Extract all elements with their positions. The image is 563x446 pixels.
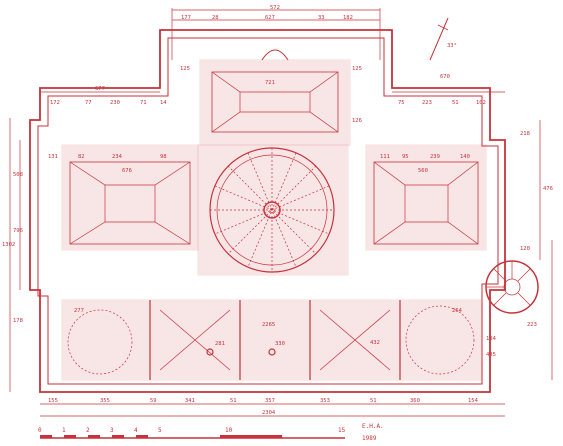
dim-353: 353 <box>320 398 330 404</box>
author-initials: E.H.A. <box>362 423 384 430</box>
dim-670: 670 <box>440 74 450 80</box>
dim-125-b: 125 <box>352 66 362 72</box>
dim-98: 98 <box>160 154 167 160</box>
author-year: 1989 <box>362 435 377 442</box>
dim-120: 120 <box>520 246 530 252</box>
right-hall: 560 111 95 239 140 <box>365 144 487 251</box>
dim-627: 627 <box>265 15 275 21</box>
dim-223: 223 <box>422 100 432 106</box>
dim-131: 131 <box>48 154 58 160</box>
dim-14: 14 <box>160 100 167 106</box>
scale-tick-3: 3 <box>110 427 114 434</box>
scale-tick-5: 5 <box>158 427 162 434</box>
dim-75: 75 <box>398 100 405 106</box>
dim-102: 102 <box>476 100 486 106</box>
dim-508: 508 <box>13 172 23 178</box>
dim-355: 355 <box>100 398 110 404</box>
dim-82: 82 <box>78 154 85 160</box>
upper-dimensions: 677 670 172 77 230 71 14 75 223 51 102 <box>40 74 505 106</box>
dim-51-b: 51 <box>370 398 377 404</box>
dim-71: 71 <box>140 100 147 106</box>
scale-tick-15: 15 <box>338 427 346 434</box>
scale-bar: 0 1 2 3 4 5 10 15 E.H.A. 1989 <box>38 423 384 442</box>
north-angle-label: 33° <box>447 43 457 49</box>
north-room: 721 125 125 126 <box>180 49 362 146</box>
dim-125-a: 125 <box>180 66 190 72</box>
room-264: 264 <box>452 308 463 314</box>
room-2265: 2265 <box>262 322 275 328</box>
scale-tick-0: 0 <box>38 427 42 434</box>
left-hall: 131 82 234 98 676 <box>48 144 199 251</box>
dim-184: 184 <box>486 336 497 342</box>
room-676: 676 <box>122 168 132 174</box>
dim-218: 218 <box>520 131 530 137</box>
dim-476: 476 <box>543 186 553 192</box>
building-outline <box>29 29 506 393</box>
dim-111: 111 <box>380 154 390 160</box>
scale-tick-4: 4 <box>134 427 138 434</box>
dim-796: 796 <box>13 228 23 234</box>
dim-33: 33 <box>318 15 325 21</box>
dim-182: 182 <box>343 15 353 21</box>
dim-1302: 1302 <box>2 242 15 248</box>
dim-223: 223 <box>527 322 537 328</box>
scale-tick-1: 1 <box>62 427 66 434</box>
dim-677: 677 <box>95 86 105 92</box>
room-432: 432 <box>370 340 380 346</box>
dim-178: 178 <box>13 318 23 324</box>
dim-234: 234 <box>112 154 123 160</box>
scale-tick-10: 10 <box>225 427 233 434</box>
lower-range: 281 330 2265 432 277 264 <box>61 299 483 381</box>
dim-341: 341 <box>185 398 195 404</box>
dim-435: 435 <box>486 352 496 358</box>
dim-28: 28 <box>212 15 219 21</box>
room-330: 330 <box>275 341 285 347</box>
top-dimensions: 572 177 28 627 33 182 <box>171 5 381 60</box>
room-560: 560 <box>418 168 428 174</box>
dim-360: 360 <box>410 398 420 404</box>
dim-total-2304: 2304 <box>262 410 276 416</box>
dim-59-a: 59 <box>150 398 157 404</box>
right-dimensions: 476 218 120 223 184 435 <box>486 120 553 380</box>
dim-155: 155 <box>48 398 58 404</box>
dim-51: 51 <box>452 100 459 106</box>
bottom-dimensions: 155 355 59 341 51 357 353 51 360 154 230… <box>40 398 505 417</box>
dim-239: 239 <box>430 154 440 160</box>
spiral-stair <box>485 260 539 314</box>
north-arrow: 33° <box>429 17 457 61</box>
left-dimensions: 1302 508 796 178 <box>2 118 23 392</box>
dim-77: 77 <box>85 100 92 106</box>
dim-95: 95 <box>402 154 409 160</box>
dim-357: 357 <box>265 398 275 404</box>
dim-51-a: 51 <box>230 398 237 404</box>
dim-721: 721 <box>265 80 275 86</box>
dim-230: 230 <box>110 100 120 106</box>
dim-140: 140 <box>460 154 470 160</box>
dim-126: 126 <box>352 118 362 124</box>
room-277: 277 <box>74 308 84 314</box>
dim-572: 572 <box>270 5 280 11</box>
dim-172: 172 <box>50 100 60 106</box>
scale-tick-2: 2 <box>86 427 90 434</box>
room-281: 281 <box>215 341 225 347</box>
dim-177: 177 <box>181 15 191 21</box>
dim-154: 154 <box>468 398 479 404</box>
central-dome <box>197 144 349 276</box>
